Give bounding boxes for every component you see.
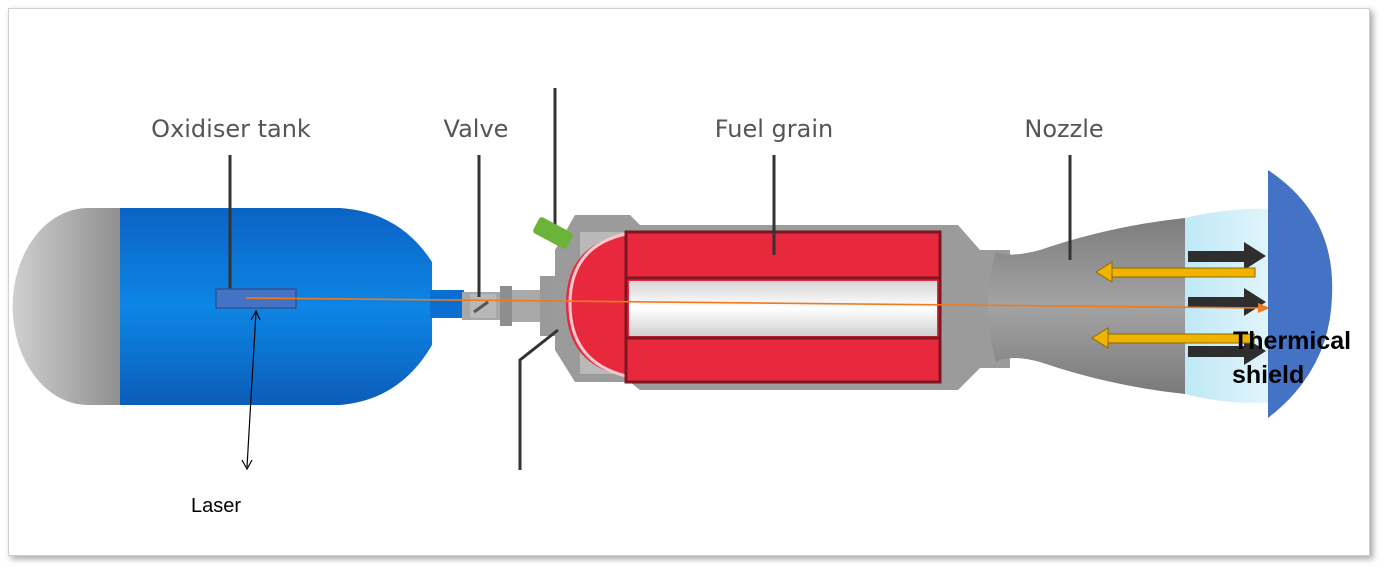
label-valve: Valve xyxy=(444,115,509,143)
label-thermal-shield-line1: Thermical xyxy=(1233,327,1351,355)
label-nozzle: Nozzle xyxy=(1024,115,1103,143)
label-thermal-shield-line2: shield xyxy=(1232,361,1304,389)
combustion-chamber xyxy=(555,215,1010,390)
exhaust-arrows xyxy=(1188,242,1266,365)
combustion-port xyxy=(629,281,937,336)
reflected-arrows xyxy=(1091,261,1256,349)
laser-pointer-arrow xyxy=(241,309,261,471)
label-fuel-grain: Fuel grain xyxy=(715,115,833,143)
tank-dome xyxy=(12,208,123,405)
leader-lines xyxy=(228,155,1072,297)
label-oxidiser-tank: Oxidiser tank xyxy=(151,115,311,143)
thermal-shield xyxy=(1268,170,1333,418)
igniter xyxy=(533,88,573,249)
tank-outlet-neck xyxy=(430,290,464,318)
injector-head xyxy=(566,234,626,376)
lower-leader xyxy=(518,328,559,470)
laser-beam xyxy=(245,297,1270,313)
label-laser: Laser xyxy=(191,495,241,517)
